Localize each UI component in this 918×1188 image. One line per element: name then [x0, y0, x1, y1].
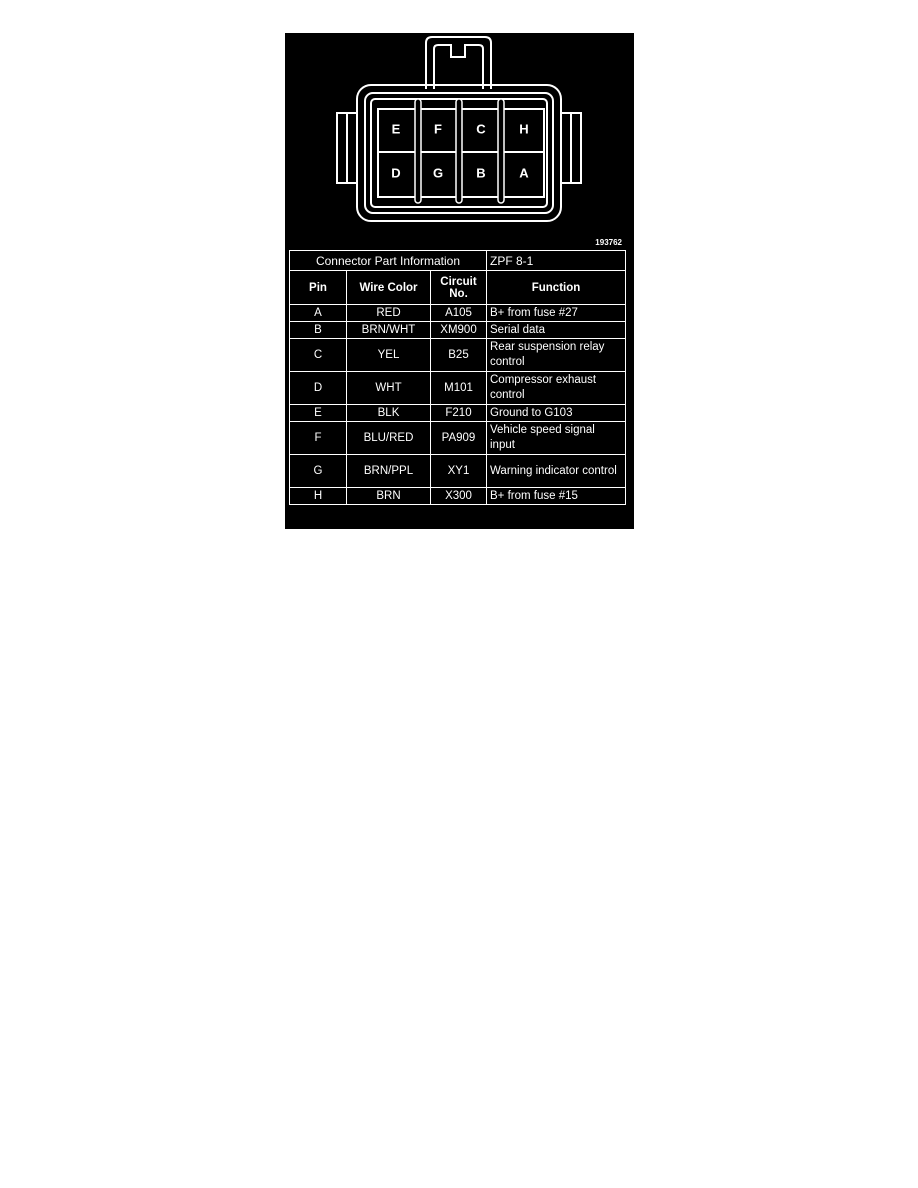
header-function: Function — [486, 270, 626, 305]
connector-face-diagram: E F C H D G B A — [336, 36, 582, 222]
pin-cell: D — [289, 371, 347, 405]
cavity-label-e: E — [392, 121, 401, 136]
circuit-cell: M101 — [430, 371, 487, 405]
header-pin: Pin — [289, 270, 347, 305]
table-row: D WHT M101 Compressor exhaust control — [289, 371, 626, 405]
function-cell: B+ from fuse #27 — [486, 304, 626, 322]
header-circuit-line1: Circuit — [440, 275, 477, 288]
function-cell: Warning indicator control — [486, 454, 626, 488]
wire-color-cell: RED — [346, 304, 431, 322]
connector-info-table: Connector Part Information ZPF 8-1 Pin W… — [289, 250, 626, 505]
circuit-cell: PA909 — [430, 421, 487, 455]
table-row: F BLU/RED PA909 Vehicle speed signal inp… — [289, 421, 626, 455]
function-cell: Rear suspension relay control — [486, 338, 626, 372]
function-cell: Serial data — [486, 321, 626, 339]
circuit-cell: B25 — [430, 338, 487, 372]
cavity-label-g: G — [433, 165, 443, 180]
connector-figure: E F C H D G B A 193762 Connector Part In… — [285, 33, 634, 529]
table-row: C YEL B25 Rear suspension relay control — [289, 338, 626, 372]
pin-cell: F — [289, 421, 347, 455]
cavity-label-f: F — [434, 121, 442, 136]
cavity-label-h: H — [519, 121, 528, 136]
header-circuit-line2: No. — [449, 287, 468, 300]
wire-color-cell: YEL — [346, 338, 431, 372]
circuit-cell: A105 — [430, 304, 487, 322]
pin-cell: C — [289, 338, 347, 372]
circuit-cell: X300 — [430, 487, 487, 505]
function-cell: Vehicle speed signal input — [486, 421, 626, 455]
circuit-cell: F210 — [430, 404, 487, 422]
cavity-label-b: B — [476, 165, 485, 180]
cavity-label-d: D — [391, 165, 400, 180]
circuit-cell: XM900 — [430, 321, 487, 339]
circuit-cell: XY1 — [430, 454, 487, 488]
wire-color-cell: BRN/PPL — [346, 454, 431, 488]
cavity-label-a: A — [519, 165, 529, 180]
table-title: Connector Part Information — [289, 250, 487, 271]
table-row: G BRN/PPL XY1 Warning indicator control — [289, 454, 626, 488]
table-title-row: Connector Part Information ZPF 8-1 — [289, 250, 626, 271]
pin-cell: G — [289, 454, 347, 488]
pin-cell: A — [289, 304, 347, 322]
wire-color-cell: BRN/WHT — [346, 321, 431, 339]
table-row: H BRN X300 B+ from fuse #15 — [289, 487, 626, 505]
function-cell: B+ from fuse #15 — [486, 487, 626, 505]
part-number: ZPF 8-1 — [486, 250, 626, 271]
function-cell: Ground to G103 — [486, 404, 626, 422]
figure-id: 193762 — [595, 238, 622, 247]
wire-color-cell: BLK — [346, 404, 431, 422]
pin-cell: B — [289, 321, 347, 339]
wire-color-cell: BRN — [346, 487, 431, 505]
wire-color-cell: BLU/RED — [346, 421, 431, 455]
wire-color-cell: WHT — [346, 371, 431, 405]
table-row: A RED A105 B+ from fuse #27 — [289, 304, 626, 322]
table-row: B BRN/WHT XM900 Serial data — [289, 321, 626, 339]
function-cell: Compressor exhaust control — [486, 371, 626, 405]
pin-cell: H — [289, 487, 347, 505]
cavity-label-c: C — [476, 121, 486, 136]
table-row: E BLK F210 Ground to G103 — [289, 404, 626, 422]
header-wire-color: Wire Color — [346, 270, 431, 305]
pin-cell: E — [289, 404, 347, 422]
